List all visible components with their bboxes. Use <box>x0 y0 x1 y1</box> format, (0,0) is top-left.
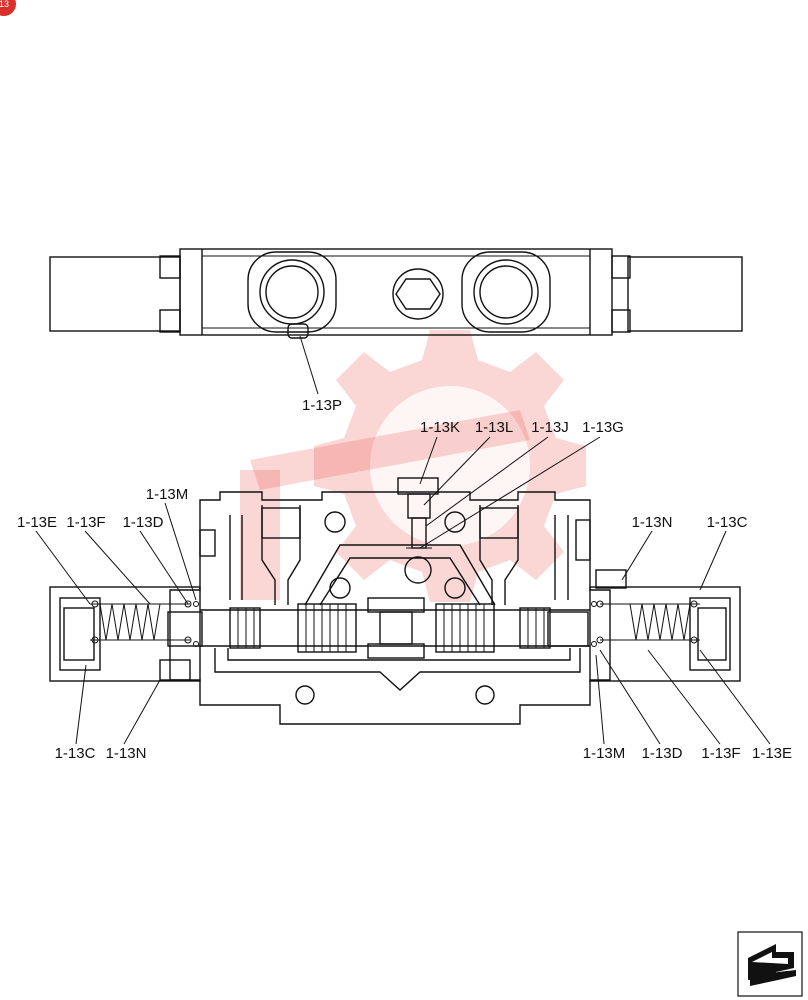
callout-1-13n-right: 1-13N <box>632 514 673 531</box>
callout-1-13c-left: 1-13C <box>55 745 96 762</box>
callout-1-13f-right: 1-13F <box>701 745 740 762</box>
callout-1-13c-right: 1-13C <box>707 514 748 531</box>
gear-logo-watermark <box>240 330 586 602</box>
spool-lands <box>229 597 551 659</box>
callout-1-13j: 1-13J <box>531 419 569 436</box>
callout-1-13e-left: 1-13E <box>17 514 57 531</box>
callout-1-13p: 1-13P <box>302 397 342 414</box>
callout-1-13m-top: 1-13M <box>146 486 189 503</box>
callout-1-13g: 1-13G <box>582 419 624 436</box>
corner-badge: 13 <box>0 0 16 16</box>
callout-1-13d-left: 1-13D <box>123 514 164 531</box>
left-spring <box>91 600 192 644</box>
section-view <box>49 477 741 725</box>
callout-1-13f-left: 1-13F <box>66 514 105 531</box>
right-spring <box>596 600 698 644</box>
arrow-page-icon[interactable] <box>737 931 803 997</box>
callout-1-13n-left: 1-13N <box>106 745 147 762</box>
callout-1-13e-right: 1-13E <box>752 745 792 762</box>
leader-lines <box>35 335 771 745</box>
top-view <box>49 248 743 339</box>
callout-1-13k: 1-13K <box>420 419 460 436</box>
callout-1-13l: 1-13L <box>475 419 513 436</box>
callout-1-13d-right: 1-13D <box>642 745 683 762</box>
callout-1-13m-bottom: 1-13M <box>583 745 626 762</box>
